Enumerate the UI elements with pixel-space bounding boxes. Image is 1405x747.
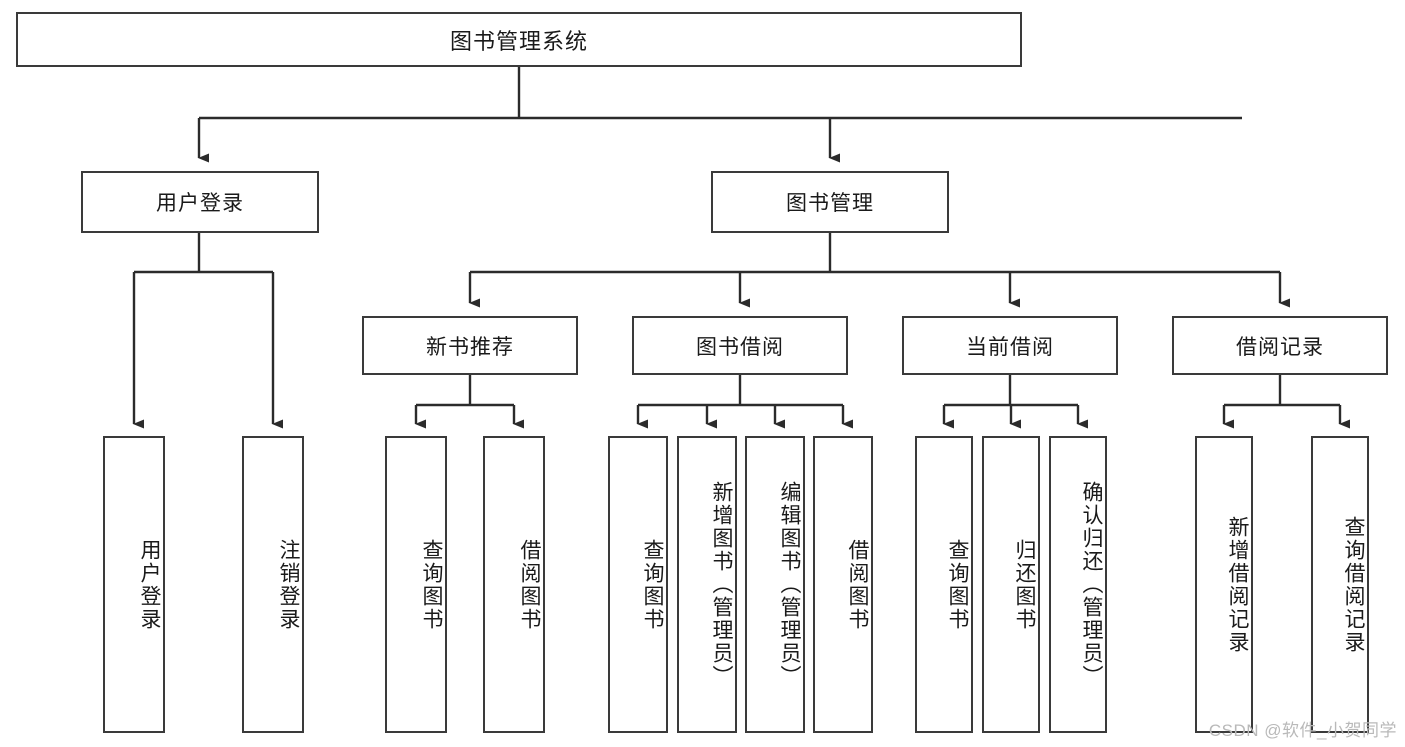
node-leaf-borrow-book-recommend[interactable]: 借阅图书 — [483, 436, 545, 733]
node-label: 编辑图书（管理员） — [778, 481, 801, 688]
node-label: 借阅图书 — [518, 538, 541, 631]
node-root-book-management-system[interactable]: 图书管理系统 — [16, 12, 1022, 67]
node-label: 图书借阅 — [696, 335, 784, 359]
node-borrow-record[interactable]: 借阅记录 — [1172, 316, 1388, 375]
node-label: 查询图书 — [946, 538, 969, 631]
node-leaf-edit-book-admin[interactable]: 编辑图书（管理员） — [745, 436, 805, 733]
node-leaf-add-book-admin[interactable]: 新增图书（管理员） — [677, 436, 737, 733]
node-label: 用户登录 — [156, 192, 244, 215]
node-label: 归还图书 — [1013, 538, 1036, 631]
node-leaf-confirm-return-admin[interactable]: 确认归还（管理员） — [1049, 436, 1107, 733]
node-new-book-recommend[interactable]: 新书推荐 — [362, 316, 578, 375]
node-label: 图书管理系统 — [449, 28, 588, 54]
node-label: 新增图书（管理员） — [710, 481, 733, 688]
node-label: 借阅记录 — [1236, 335, 1324, 359]
node-label: 新增借阅记录 — [1226, 515, 1249, 654]
node-leaf-logout-login[interactable]: 注销登录 — [242, 436, 304, 733]
node-label: 查询图书 — [641, 538, 664, 631]
node-book-borrow[interactable]: 图书借阅 — [632, 316, 848, 375]
node-label: 当前借阅 — [966, 335, 1054, 359]
node-leaf-user-login[interactable]: 用户登录 — [103, 436, 165, 733]
node-label: 注销登录 — [277, 538, 300, 631]
node-leaf-query-borrow-record[interactable]: 查询借阅记录 — [1311, 436, 1369, 733]
watermark-text: CSDN @软件_小贺同学 — [1208, 721, 1397, 740]
node-user-login[interactable]: 用户登录 — [81, 171, 319, 233]
node-label: 新书推荐 — [426, 335, 514, 359]
node-book-manage[interactable]: 图书管理 — [711, 171, 949, 233]
node-leaf-return-book[interactable]: 归还图书 — [982, 436, 1040, 733]
node-label: 借阅图书 — [846, 538, 869, 631]
node-leaf-borrow-book-borrow[interactable]: 借阅图书 — [813, 436, 873, 733]
node-leaf-query-book-recommend[interactable]: 查询图书 — [385, 436, 447, 733]
node-label: 图书管理 — [786, 192, 874, 215]
node-leaf-query-book-borrow[interactable]: 查询图书 — [608, 436, 668, 733]
node-label: 确认归还（管理员） — [1080, 481, 1103, 688]
node-leaf-add-borrow-record[interactable]: 新增借阅记录 — [1195, 436, 1253, 733]
node-label: 查询借阅记录 — [1342, 515, 1365, 654]
node-label: 查询图书 — [420, 538, 443, 631]
node-leaf-query-book-current[interactable]: 查询图书 — [915, 436, 973, 733]
node-current-borrow[interactable]: 当前借阅 — [902, 316, 1118, 375]
node-label: 用户登录 — [138, 538, 161, 631]
